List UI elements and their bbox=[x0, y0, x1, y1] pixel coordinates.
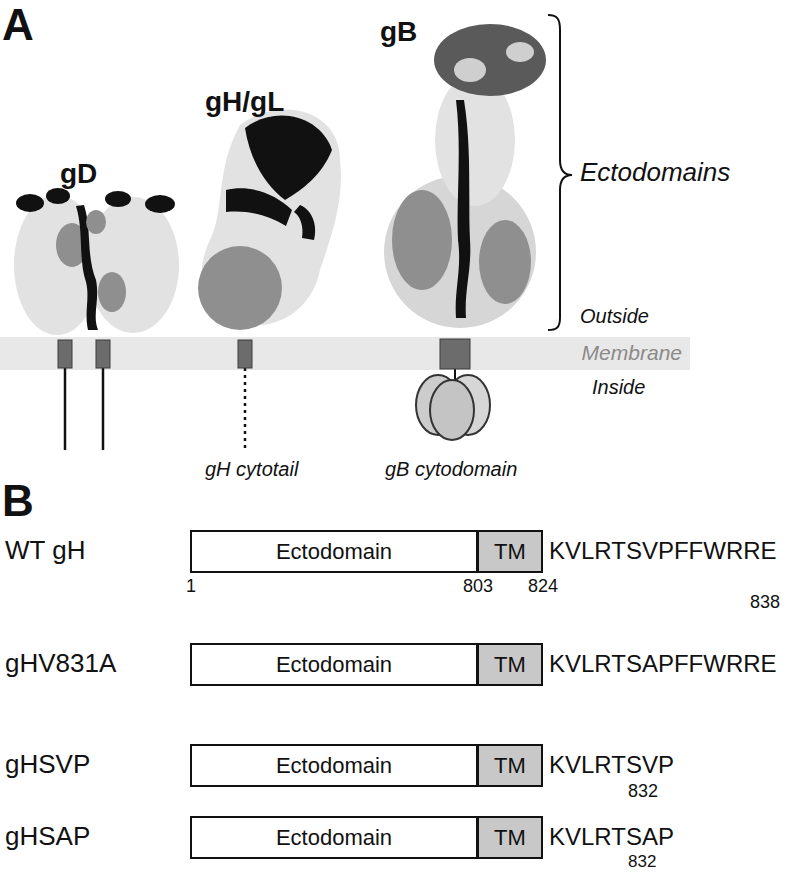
residue-number: 832 bbox=[628, 781, 658, 802]
sequence-text: KVLRTSAP bbox=[549, 823, 674, 851]
ectodomain-box: Ectodomain bbox=[190, 816, 478, 859]
box-text: Ectodomain bbox=[276, 825, 392, 850]
residue-number: 838 bbox=[750, 592, 780, 613]
ectodomain-box: Ectodomain bbox=[190, 643, 478, 686]
box-text: Ectodomain bbox=[276, 753, 392, 778]
box-text: Membrane bbox=[582, 341, 682, 365]
residue-number: 1 bbox=[186, 576, 196, 597]
domain-label: gH cytotail bbox=[205, 458, 298, 481]
box-text: TM bbox=[494, 825, 526, 850]
side-label: Outside bbox=[580, 305, 649, 328]
construct-name: WT gH bbox=[5, 536, 85, 566]
box-text: TM bbox=[494, 753, 526, 778]
panel-letter: A bbox=[2, 0, 34, 51]
construct-name: gHSAP bbox=[5, 822, 90, 852]
box-text: Ectodomain bbox=[276, 539, 392, 564]
protein-name: gD bbox=[60, 158, 97, 190]
ectodomain-bracket bbox=[548, 15, 572, 330]
side-label: Inside bbox=[592, 376, 645, 399]
tm-box: TM bbox=[477, 744, 543, 787]
sequence-text: KVLRTSVP bbox=[549, 751, 674, 779]
gd-structure bbox=[14, 188, 179, 450]
domain-label: gB cytodomain bbox=[385, 458, 517, 481]
residue-number: 824 bbox=[528, 576, 558, 597]
residue-number: 832 bbox=[628, 852, 656, 872]
region-label: Ectodomains bbox=[580, 158, 730, 188]
gb-structure bbox=[384, 24, 546, 440]
panel-letter: B bbox=[2, 476, 34, 527]
box-text: TM bbox=[494, 539, 526, 564]
ectodomain-box: Ectodomain bbox=[190, 530, 478, 573]
tm-box: TM bbox=[477, 643, 543, 686]
ghgl-structure bbox=[198, 110, 341, 450]
protein-name: gH/gL bbox=[205, 86, 284, 118]
sequence-text: KVLRTSVPFFWRRE bbox=[549, 537, 777, 565]
protein-name: gB bbox=[380, 16, 417, 48]
construct-name: gHSVP bbox=[5, 750, 90, 780]
ectodomain-box: Ectodomain bbox=[190, 744, 478, 787]
construct-name: gHV831A bbox=[5, 649, 116, 679]
residue-number: 803 bbox=[463, 576, 493, 597]
tm-box: TM bbox=[477, 530, 543, 573]
box-text: Ectodomain bbox=[276, 652, 392, 677]
box-text: TM bbox=[494, 652, 526, 677]
membrane-band: Membrane bbox=[0, 337, 690, 370]
tm-box: TM bbox=[477, 816, 543, 859]
sequence-text: KVLRTSAPFFWRRE bbox=[549, 650, 777, 678]
